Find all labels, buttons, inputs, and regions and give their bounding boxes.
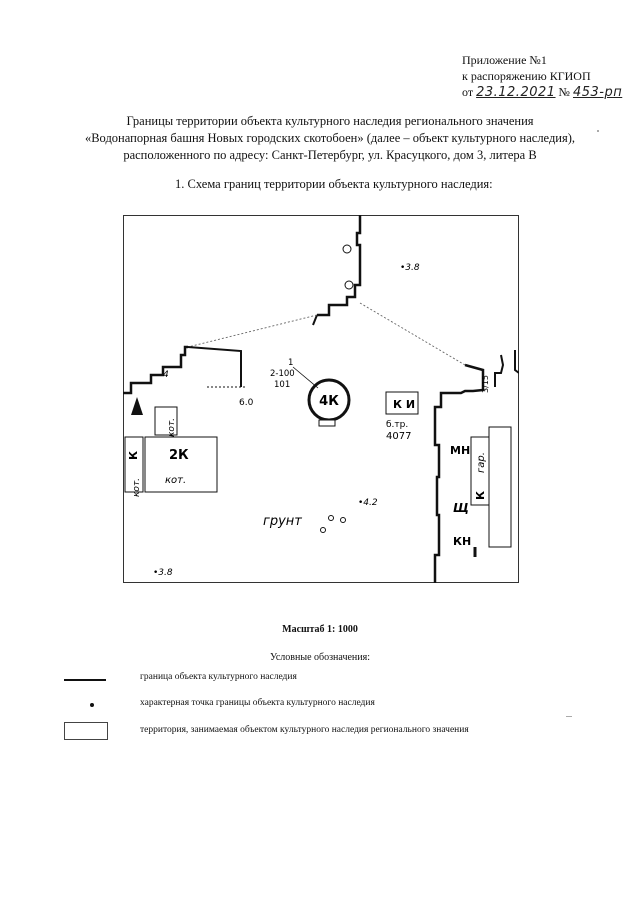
boundary-line-top: [317, 215, 362, 317]
heading-line3: расположенного по адресу: Санкт-Петербур…: [123, 148, 537, 162]
kot-label-1: кот.: [165, 475, 186, 486]
scan-mark: [597, 130, 599, 132]
building-k-left: [124, 436, 144, 493]
tower-label: 4К: [319, 394, 339, 409]
appendix-line3: от 23.12.2021 № 453-рп: [462, 84, 632, 101]
building-right-strip: [488, 426, 512, 548]
boundary-line-left-2: [187, 346, 242, 387]
legend-text: характерная точка границы объекта культу…: [140, 698, 375, 708]
elevation-42: •4.2: [358, 498, 378, 508]
kot-label-3: кот.: [132, 478, 142, 497]
elevation-38-bottom: •3.8: [153, 568, 173, 578]
k-left-label: К: [127, 451, 140, 460]
dotted-line-right: [359, 302, 466, 366]
heading-line1: Границы территории объекта культурного н…: [126, 114, 534, 128]
callout-2: 2-100: [270, 369, 295, 379]
appendix-from: от: [462, 85, 474, 99]
tower-base: [318, 419, 336, 427]
mn-label: МН: [450, 444, 470, 457]
handwritten-date: 23.12.2021: [476, 85, 556, 100]
legend-text: территория, занимаемая объектом культурн…: [140, 725, 469, 735]
elevation-38-top: •3.8: [400, 263, 420, 273]
ki-label: К И: [393, 398, 415, 411]
legend-item-territory: территория, занимаемая объектом культурн…: [64, 722, 624, 742]
boundary-line-right: [433, 363, 485, 583]
btr-label: б.тр.: [386, 420, 408, 430]
legend-box-symbol: [64, 722, 108, 740]
shch-label: Щ: [453, 501, 469, 515]
building-ki: [385, 391, 419, 415]
building-2k: [144, 436, 218, 493]
circle-marker: [328, 515, 334, 521]
legend-title: Условные обозначения:: [269, 652, 370, 663]
btr-number: 4077: [386, 431, 411, 442]
edge-number: 3/15: [481, 375, 490, 393]
appendix-line1: Приложение №1: [462, 53, 547, 67]
building-kot-upper: [154, 406, 178, 436]
legend-text: граница объекта культурного наследия: [140, 672, 297, 682]
north-marker: [131, 397, 143, 415]
number-sign: №: [558, 85, 570, 99]
boundary-line-right-top: [494, 354, 505, 387]
boundary-line-top-left: [312, 314, 318, 326]
scheme-subheading: 1. Схема границ территории объекта культ…: [175, 177, 493, 191]
boundary-map: 4К 1 2-100 101 2К кот. К кот. кот. 6.0 4…: [123, 215, 519, 583]
legend-item-point: характерная точка границы объекта культу…: [64, 698, 624, 712]
callout-1: 1: [288, 358, 293, 368]
appendix-line2: к распоряжению КГИОП: [462, 69, 591, 83]
circle-marker: [340, 517, 346, 523]
legend-item-boundary: граница объекта культурного наследия: [64, 672, 624, 686]
gar-label: гар.: [476, 452, 487, 473]
appendix-block: Приложение №1 к распоряжению КГИОП от 23…: [462, 52, 632, 101]
circle-marker: [320, 527, 326, 533]
legend-thick-line-symbol: [64, 679, 106, 681]
ground-label: грунт: [263, 514, 302, 529]
elevation-4: 4: [163, 370, 169, 380]
circle-marker: [342, 244, 352, 254]
k-right-label: К: [474, 491, 487, 500]
kot-label-2: кот.: [167, 418, 177, 437]
handwritten-number: 453-рп: [572, 85, 623, 100]
kn-label: КН: [453, 535, 471, 548]
heading-line2: «Водонапорная башня Новых городских скот…: [84, 131, 576, 145]
legend-dot-symbol: [90, 703, 94, 707]
elevation-60: 6.0: [239, 398, 254, 408]
callout-3: 101: [274, 380, 290, 390]
building-2k-label: 2К: [169, 448, 189, 463]
scale-label: Масштаб 1: 1000: [282, 624, 358, 635]
document-heading: Границы территории объекта культурного н…: [40, 113, 620, 164]
circle-marker: [344, 280, 354, 290]
scan-mark: [566, 716, 572, 717]
boundary-line-right-edge: [514, 350, 519, 374]
boundary-line-left: [123, 345, 188, 395]
